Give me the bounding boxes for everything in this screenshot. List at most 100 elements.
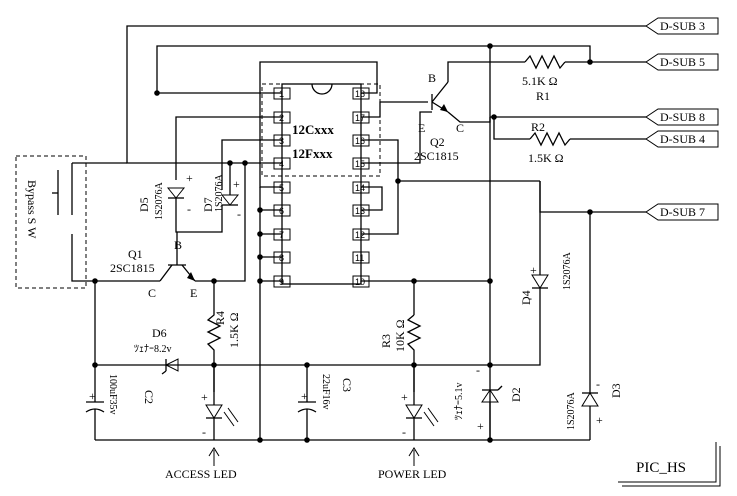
pin-1: 1 [279,89,284,99]
c3-value: 22uF16v [320,374,331,410]
dsub3-connector: D-SUB 3 [645,17,719,35]
r2-name: R2 [531,120,545,134]
diode-d3: D3 1S2076A - + [566,212,623,440]
bypass-switch-label: Bypass S W [25,180,39,239]
q1-b: B [174,238,182,252]
pin-2: 2 [279,113,284,123]
ic-label-2: 12Fxxx [292,146,333,161]
d5-plus: + [186,171,193,185]
junctions [92,43,593,443]
diode-d5: D5 1S2076A + - [137,171,193,220]
pin-17: 17 [355,113,365,123]
title-block: PIC_HS [618,442,721,487]
d2-plus: + [477,419,484,433]
dsub3-label: D-SUB 3 [660,19,705,33]
d2-minus: - [476,363,480,377]
resistor-r4: R4 1.5K Ω [206,281,241,392]
resistor-r3: R3 10K Ω [379,314,422,392]
ic-wiring [175,61,540,440]
d6-name: D6 [152,326,167,340]
pin-3: 3 [279,136,284,146]
dsub8-connector: D-SUB 8 [645,108,719,126]
pin-11: 11 [355,253,364,263]
pin-6: 6 [279,206,284,216]
c3-name: C3 [340,378,354,392]
d7-part: 1S2076A [214,173,225,212]
d7-name: D7 [201,197,215,212]
resistor-r1: 5.1K Ω R1 [522,54,566,103]
power-led-plus: + [401,390,408,404]
pin-16: 16 [355,136,365,146]
title: PIC_HS [636,460,686,476]
d4-minus: - [528,291,532,305]
pin-14: 14 [355,183,365,193]
d2-name: D2 [509,387,523,402]
diode-d4: D4 1S2076A + - [95,181,573,366]
d3-part: 1S2076A [566,391,577,430]
q1-base-wire [175,205,223,233]
pin-18: 18 [355,89,365,99]
pin-9: 9 [279,277,284,287]
access-led-minus: - [202,425,206,439]
dsub7-label: D-SUB 7 [660,205,705,219]
ic-label-1: 12Cxxx [292,122,334,137]
r4-value: 1.5K Ω [227,312,241,348]
d3-plus: + [596,413,603,427]
d6-part: ﾂｪﾅｰ8.2v [134,343,172,355]
capacitor-c2: + C2 100uF35v [85,281,156,440]
dsub4-connector: D-SUB 4 [645,130,719,148]
q2-part: 2SC1815 [414,149,459,163]
pin-12: 12 [355,230,365,240]
d7-plus: + [233,177,240,191]
r2-value: 1.5K Ω [528,151,564,165]
dsub7-connector: D-SUB 7 [645,203,719,221]
dsub4-label: D-SUB 4 [660,132,705,146]
dsub7-wire [539,181,646,213]
r4-name: R4 [213,311,227,325]
d7-minus: - [237,207,241,221]
pic-ic: 12Cxxx 12Fxxx 1 2 3 4 5 6 7 8 9 18 17 16… [261,83,381,288]
q2-c: C [456,121,464,135]
access-led-label: ACCESS LED [165,467,237,481]
q1-part: 2SC1815 [110,261,155,275]
transistor-q1: B Q1 2SC1815 C E [95,238,197,300]
d3-name: D3 [609,383,623,398]
access-led-plus: + [201,390,208,404]
c2-plus: + [89,389,96,403]
q2-b: B [428,71,436,85]
q2-e: E [418,121,425,135]
d4-name: D4 [519,290,533,305]
r1-name: R1 [536,89,550,103]
diode-d7: D7 1S2076A + - [201,173,241,221]
r3-name: R3 [379,334,393,348]
c3-plus: + [301,389,308,403]
d5-part: 1S2076A [154,181,165,220]
c2-name: C2 [142,390,156,404]
q1-c: C [148,286,156,300]
q2-name: Q2 [430,135,445,149]
pin-7: 7 [279,230,284,240]
d5-name: D5 [137,197,151,212]
pin-8: 8 [279,253,284,263]
power-led-minus: - [402,425,406,439]
power-led-label: POWER LED [378,467,447,481]
access-led: + - ACCESS LED [165,390,239,481]
q1-name: Q1 [128,247,143,261]
d3-minus: - [596,377,600,391]
d4-plus: + [530,263,537,277]
ic-right-pins: 18 17 16 15 14 13 12 11 10 [352,87,370,288]
diode-d2: D2 ﾂｪﾅｰ5.1v - + [453,363,523,433]
c2-value: 100uF35v [107,374,118,415]
q1-e: E [190,286,197,300]
dsub8-label: D-SUB 8 [660,110,705,124]
d4-part: 1S2076A [562,251,573,290]
r1-value: 5.1K Ω [522,74,558,88]
r3-value: 10K Ω [393,319,407,352]
capacitor-c3: + C3 22uF16v [297,365,354,440]
top-wiring [126,25,646,440]
power-led: + - POWER LED [378,390,447,481]
diode-d6: D6 ﾂｪﾅｰ8.2v [134,326,179,375]
pin-4: 4 [279,159,284,169]
resistor-r2: R2 1.5K Ω [528,120,571,165]
